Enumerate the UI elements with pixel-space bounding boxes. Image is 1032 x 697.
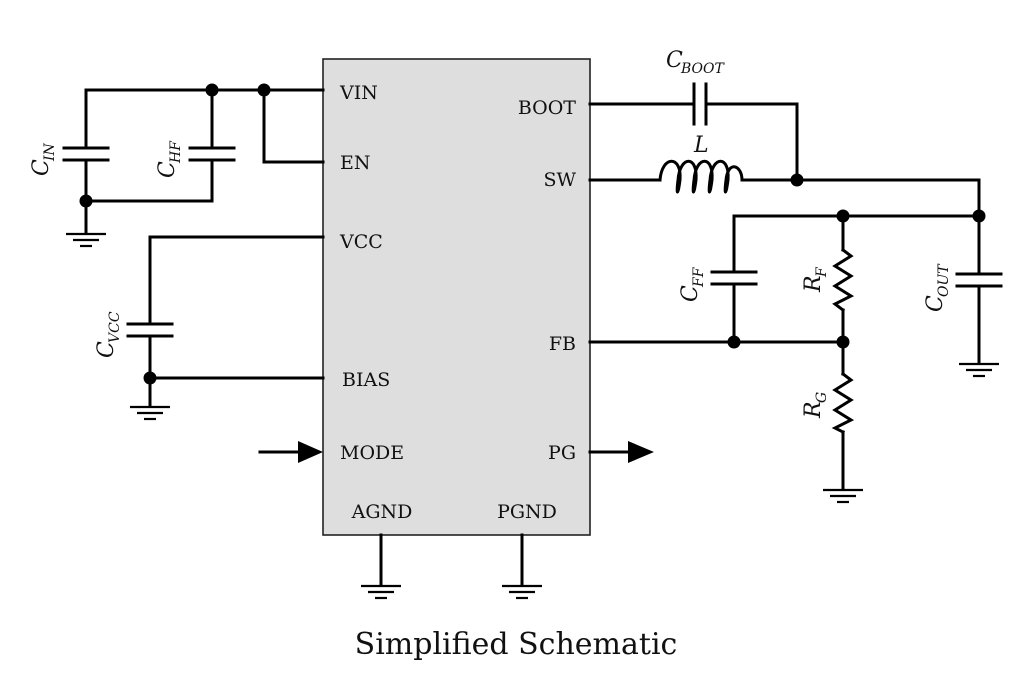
pin-vin: VIN [339,82,378,104]
svg-text:C: C [29,159,54,176]
svg-text:C: C [666,48,683,73]
label-cout: C OUT [923,263,952,312]
label-rf: R F [801,266,830,293]
label-l: L [693,133,709,158]
vcc-network [128,235,325,421]
cin-capacitor [62,146,110,162]
pin-mode: MODE [340,442,404,464]
pin-sw: SW [543,169,576,191]
input-network [64,83,325,248]
cvcc-capacitor [126,322,174,338]
inductor-l [658,159,744,194]
svg-text:C: C [155,161,180,178]
cout-capacitor [955,272,1003,288]
pin-en: EN [340,152,371,174]
diagram-title: Simplified Schematic [355,627,678,662]
label-cboot: C BOOT [666,48,726,77]
ic-body [322,58,591,536]
svg-text:F: F [814,266,830,278]
svg-text:G: G [814,392,830,403]
svg-text:OUT: OUT [936,263,952,297]
label-rg: R G [801,392,830,419]
svg-text:C: C [923,295,948,312]
svg-text:R: R [801,401,826,419]
pin-vcc: VCC [339,231,383,253]
svg-text:VCC: VCC [107,311,123,343]
sw-network [588,173,981,187]
svg-text:L: L [693,133,709,158]
svg-text:IN: IN [42,142,58,162]
pin-pg: PG [548,442,576,464]
pin-fb: FB [549,333,576,355]
output-network [732,178,1001,378]
svg-text:C: C [94,341,119,358]
svg-text:C: C [678,285,703,302]
mode-input-arrow [258,441,323,463]
svg-text:HF: HF [168,140,184,164]
label-cvcc: C VCC [94,311,123,358]
label-cin: C IN [29,142,58,176]
pin-pgnd: PGND [497,501,557,523]
cff-capacitor [710,270,758,286]
agnd-ground [359,533,403,600]
chf-capacitor [188,146,236,162]
pin-boot: BOOT [518,97,576,119]
resistor-rg [831,371,855,435]
svg-text:R: R [801,275,826,293]
pin-agnd: AGND [351,501,413,523]
svg-text:FF: FF [691,266,707,288]
pg-output-arrow [588,441,654,463]
fb-network [588,214,865,504]
label-cff: C FF [678,266,707,302]
pgnd-ground [500,533,544,600]
pin-bias: BIAS [342,369,390,391]
label-chf: C HF [155,140,184,178]
cboot-capacitor [692,82,708,126]
svg-text:BOOT: BOOT [680,61,726,77]
boot-network [588,102,799,182]
resistor-rf [832,247,855,313]
